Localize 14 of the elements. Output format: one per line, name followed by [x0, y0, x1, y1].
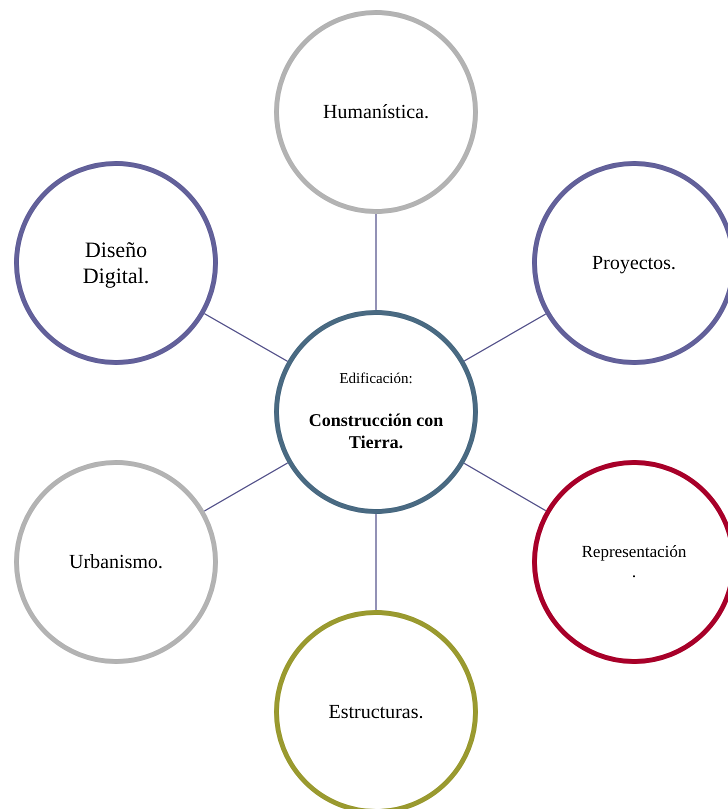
node-label: Edificación: [339, 370, 413, 388]
node-title: Construcción con Tierra. [308, 410, 444, 454]
node-label: Diseño Digital. [82, 236, 150, 290]
node-label: Representación . [582, 542, 686, 582]
connector-line [375, 514, 377, 610]
connector-line [464, 462, 546, 512]
connector-line [204, 462, 288, 512]
connector-line [375, 214, 377, 310]
node-label: Humanística. [322, 100, 430, 124]
node-label: Proyectos. [592, 251, 676, 275]
connector-line [204, 313, 288, 362]
node-label: Estructuras. [328, 700, 424, 724]
node-label: Urbanismo. [69, 550, 163, 574]
connector-line [464, 313, 546, 362]
